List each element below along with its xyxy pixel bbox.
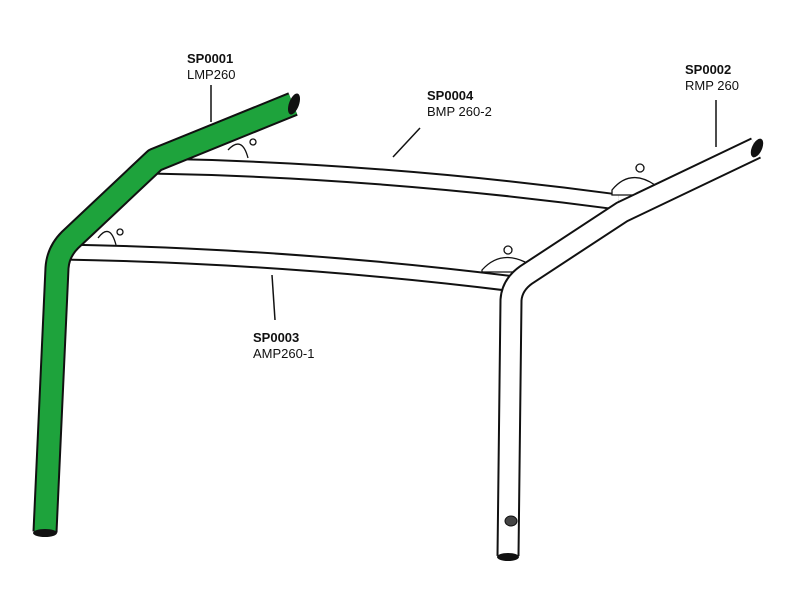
- part-code: SP0004: [427, 88, 474, 103]
- part-code: SP0002: [685, 62, 732, 77]
- part-name: BMP 260-2: [427, 104, 492, 119]
- label-sp0003[interactable]: SP0003 AMP260-1: [253, 330, 314, 362]
- part-sp0001-tube[interactable]: [32, 92, 302, 537]
- part-name: AMP260-1: [253, 346, 315, 361]
- part-sp0004-crossbar[interactable]: [149, 157, 620, 211]
- label-sp0002[interactable]: SP0002 RMP 260: [685, 62, 739, 94]
- label-sp0001[interactable]: SP0001 LMP260: [187, 51, 235, 83]
- part-sp0002-tube[interactable]: [496, 137, 766, 561]
- leader-lines: [210, 85, 717, 321]
- label-sp0004[interactable]: SP0004 BMP 260-2: [427, 88, 492, 120]
- part-code: SP0001: [187, 51, 234, 66]
- part-name: LMP260: [187, 67, 236, 82]
- part-name: RMP 260: [685, 78, 739, 93]
- part-code: SP0003: [253, 330, 300, 345]
- part-sp0003-crossbar[interactable]: [61, 243, 517, 293]
